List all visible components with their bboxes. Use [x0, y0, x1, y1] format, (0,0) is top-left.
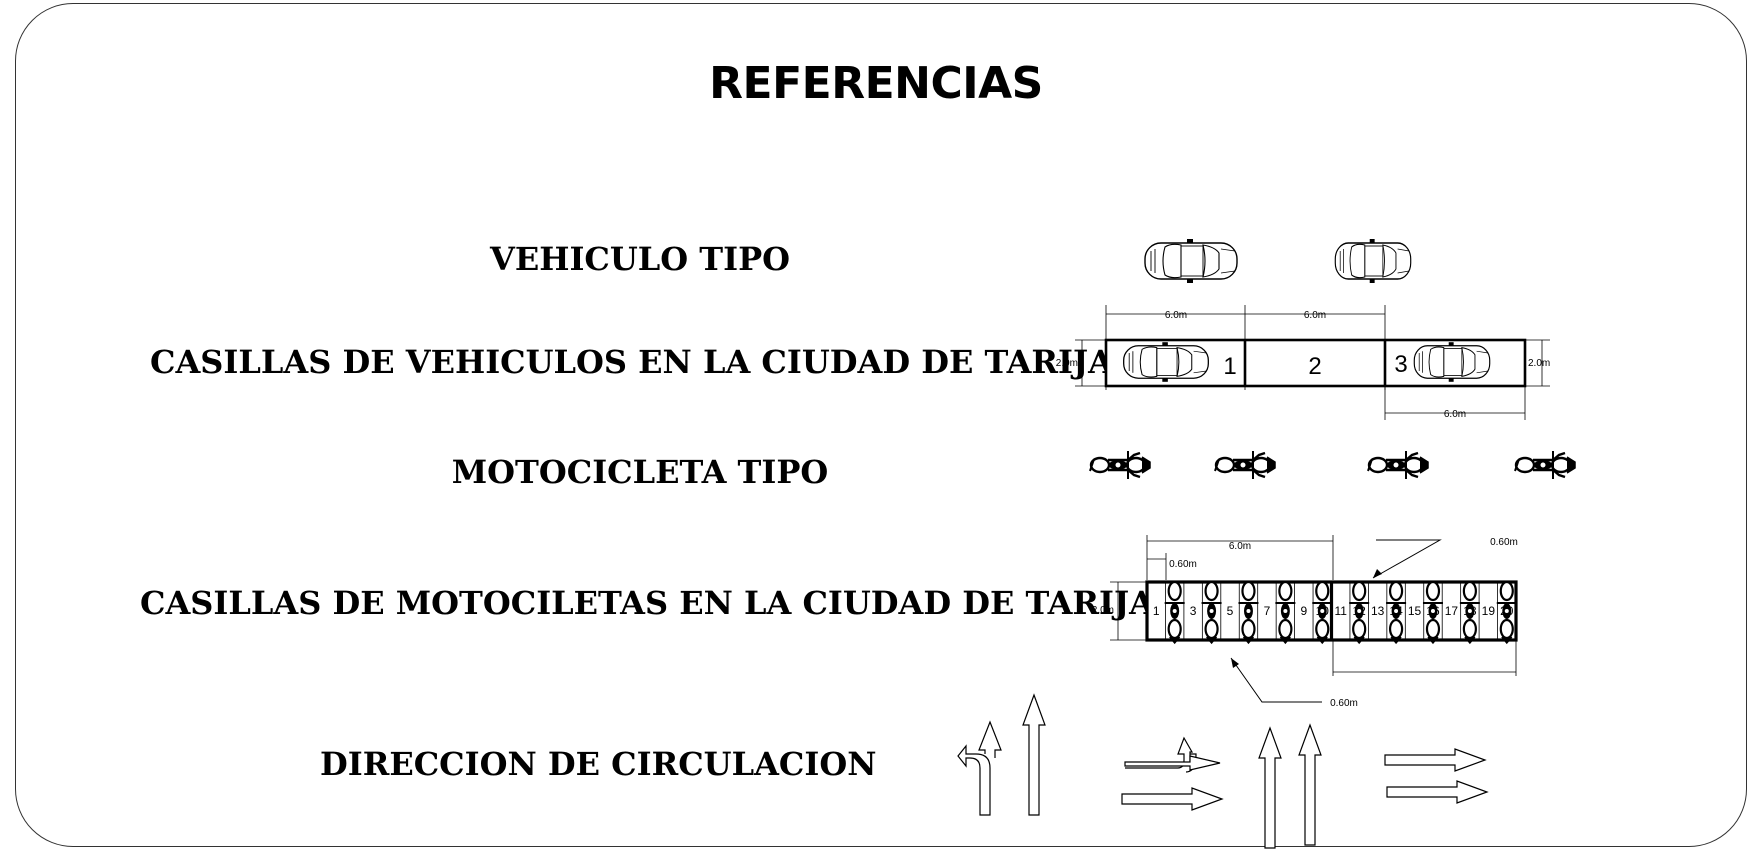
dim-car-length-1: 6.0m — [1165, 310, 1187, 321]
turn-right-up-arrow-icon — [1124, 736, 1221, 773]
dim-moto-length: 6.0m — [1229, 541, 1251, 552]
moto-slot-number: 5 — [1227, 604, 1234, 618]
moto-slot-number: 1 — [1153, 604, 1160, 618]
right-arrow-icon — [1386, 780, 1488, 804]
right-arrow-icon — [1121, 787, 1223, 811]
moto-slot-number: 9 — [1300, 604, 1307, 618]
motorcycle-symbol — [1088, 449, 1152, 481]
motorcycle-symbol — [1513, 449, 1577, 481]
label-vehiculo-tipo: VEHICULO TIPO — [489, 240, 791, 278]
moto-slot-number: 11 — [1334, 604, 1347, 618]
motorcycle-slots: 1234567891011121314151617181920 — [1110, 535, 1518, 703]
moto-slot-number: 7 — [1264, 604, 1271, 618]
sheet-border — [15, 3, 1747, 847]
motorcycle-symbol — [1366, 449, 1430, 481]
car-slot-number: 2 — [1308, 353, 1321, 380]
motorcycle-symbol — [1213, 449, 1277, 481]
straight-up-arrow-icon — [1258, 727, 1282, 849]
dim-car-length-3: 6.0m — [1444, 409, 1466, 420]
label-casillas-motocicletas: CASILLAS DE MOTOCILETAS EN LA CIUDAD DE … — [140, 584, 1154, 622]
car-slot-number: 1 — [1223, 353, 1236, 380]
dim-moto-slot-width-top: 0.60m — [1169, 559, 1197, 570]
label-direccion-circulacion: DIRECCION DE CIRCULACION — [320, 745, 877, 783]
moto-slot-number: 13 — [1371, 604, 1385, 618]
moto-slot-number: 3 — [1190, 604, 1197, 618]
straight-up-arrow-icon — [1298, 724, 1322, 846]
car-symbol — [1334, 238, 1412, 284]
label-casillas-vehiculos: CASILLAS DE VEHICULOS EN LA CIUDAD DE TA… — [150, 343, 1113, 381]
moto-slot-number: 15 — [1408, 604, 1422, 618]
turn-left-arrow-icon — [957, 720, 1002, 816]
right-arrow-icon — [1384, 748, 1486, 772]
page-title: REFERENCIAS — [709, 58, 1043, 109]
straight-up-arrow-icon — [1022, 694, 1046, 816]
dim-car-width-left: 2.0m — [1056, 358, 1078, 369]
dim-moto-slot-width-bottom: 0.60m — [1330, 698, 1358, 709]
car-symbol — [1144, 238, 1238, 284]
moto-slot-number: 17 — [1445, 604, 1459, 618]
dim-car-width-right: 2.0m — [1528, 358, 1550, 369]
car-slot-number: 3 — [1394, 351, 1407, 378]
dim-car-length-2: 6.0m — [1304, 310, 1326, 321]
label-motocicleta-tipo: MOTOCICLETA TIPO — [451, 453, 829, 491]
car-slots — [1075, 305, 1550, 420]
dim-moto-slot-width-right: 0.60m — [1490, 537, 1518, 548]
dim-moto-width: 2.0m — [1092, 605, 1114, 616]
moto-slot-number: 19 — [1482, 604, 1496, 618]
